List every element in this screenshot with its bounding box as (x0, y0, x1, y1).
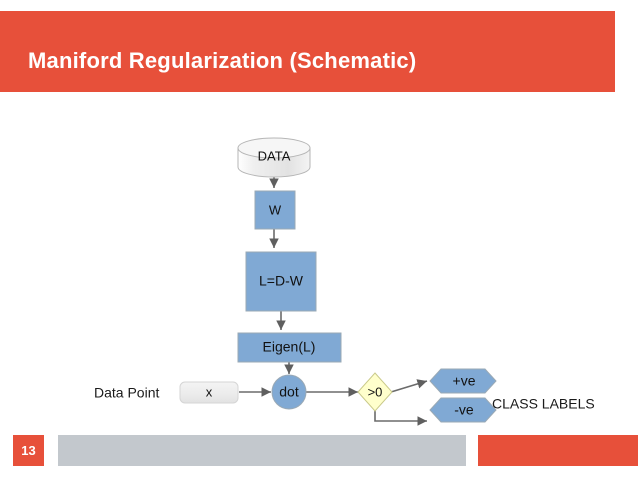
node-laplacian: L=D-W (245, 251, 317, 312)
node-x: x (179, 381, 239, 404)
class-labels-text: CLASS LABELS (492, 396, 595, 412)
node-eigen-label: Eigen(L) (263, 339, 316, 355)
node-negative-hexagon (429, 397, 497, 423)
node-negative: -ve (429, 397, 497, 423)
node-data: DATA (237, 137, 311, 178)
node-x-rect (179, 381, 239, 404)
flow-edges (239, 174, 428, 426)
node-positive: +ve (429, 368, 497, 394)
edge-gt0-to-pos (390, 379, 428, 393)
slide-header-bar (0, 11, 615, 92)
node-dot: dot (271, 374, 307, 410)
node-w: W (254, 190, 296, 230)
page-title: Maniford Regularization (Schematic) (28, 48, 417, 73)
node-dot-label: dot (279, 384, 299, 400)
node-eigen-rect (237, 332, 342, 363)
node-threshold-diamond (357, 372, 393, 412)
node-w-rect (254, 190, 296, 230)
node-dot-circle (271, 374, 307, 410)
node-x-label: x (206, 384, 213, 399)
node-w-label: W (269, 202, 282, 217)
footer-accent-bar (478, 435, 638, 466)
node-negative-label: -ve (454, 402, 474, 418)
footer-gray-bar (58, 435, 466, 466)
data-point-label: Data Point (94, 385, 159, 401)
edge-gt0-to-neg (374, 409, 427, 426)
node-eigen: Eigen(L) (237, 332, 342, 363)
cylinder-top (237, 137, 311, 159)
node-threshold-label: >0 (368, 384, 383, 399)
node-laplacian-rect (245, 251, 317, 312)
page-number-badge: 13 (13, 435, 44, 466)
node-positive-label: +ve (453, 373, 476, 389)
node-positive-hexagon (429, 368, 497, 394)
node-laplacian-label: L=D-W (259, 273, 304, 289)
node-threshold: >0 (357, 372, 393, 412)
node-data-label: DATA (258, 148, 291, 163)
